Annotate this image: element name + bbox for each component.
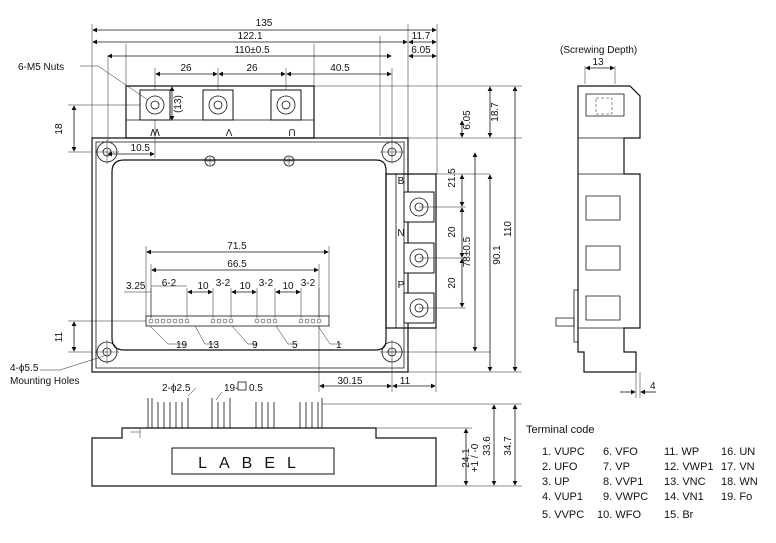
dim-66-5: 66.5	[227, 259, 247, 270]
dim-10-5: 10.5	[131, 143, 151, 154]
terminal-code-item: 17. VN	[721, 461, 755, 473]
terminal-code-item: 13. VNC	[664, 476, 706, 488]
dim-10-a: 10	[197, 281, 209, 292]
terminal-code-item: 18. WN	[721, 476, 758, 488]
label-text: LABEL	[198, 455, 308, 472]
dim-2-phi-2-5: 2-ϕ2.5	[162, 383, 191, 394]
terminal-code-item: 10. WFO	[597, 509, 641, 521]
control-pins	[148, 318, 322, 324]
dim-11-left: 11	[54, 331, 65, 342]
pin-19-label: 19	[176, 340, 188, 351]
dim-13-paren: (13)	[173, 95, 184, 113]
mounting-hole-top-left	[95, 140, 119, 164]
dim-19-square-prefix: 19-	[224, 383, 238, 394]
top-view: W V U B N P	[10, 18, 522, 392]
dim-135: 135	[256, 18, 273, 29]
dim-110-tol: 110±0.5	[234, 45, 270, 56]
terminal-u	[270, 89, 302, 121]
pin-13-label: 13	[208, 340, 220, 351]
term-p-label: P	[398, 280, 405, 291]
dim-33-6: 33.6	[482, 436, 493, 456]
dim-6-05-side: 6.05	[462, 110, 473, 130]
pin-9-label: 9	[252, 340, 258, 351]
housing-outline	[111, 159, 387, 351]
terminal-code-title: Terminal code	[526, 424, 594, 436]
side-view: (Screwing Depth) 13 4	[555, 45, 656, 398]
term-b-label: B	[398, 176, 405, 187]
dim-24-1: 24.1	[461, 448, 472, 468]
dim-11-7: 11.7	[412, 31, 431, 42]
mounting-hole-bottom-left	[95, 340, 119, 364]
terminal-code-item: 16. UN	[721, 446, 755, 458]
dim-18: 18	[54, 123, 65, 135]
terminal-code-item: 12. VWP1	[664, 461, 714, 473]
pin-1-label: 1	[336, 340, 342, 351]
dim-6-05-top: 6.05	[411, 45, 431, 56]
dim-10-c: 10	[282, 281, 294, 292]
dim-3-2-a: 3-2	[216, 278, 231, 289]
dim-3-2-b: 3-2	[259, 278, 274, 289]
terminal-code-table: Terminal code 1. VUPC 2. UFO 3. UP 4. VU…	[526, 424, 758, 521]
label-area	[171, 447, 335, 475]
dim-26-a: 26	[180, 63, 192, 74]
top-terminal-block	[125, 85, 315, 139]
front-pins	[147, 398, 323, 428]
dim-20-b: 20	[447, 277, 458, 289]
terminal-code-item: 15. Br	[664, 509, 694, 521]
term-w-label: W	[150, 126, 160, 137]
terminal-v	[202, 89, 234, 121]
dim-21-5: 21.5	[447, 168, 458, 188]
mounting-hole-top-right	[380, 140, 404, 164]
dim-6-2: 6-2	[162, 278, 177, 289]
screwing-depth-title: (Screwing Depth)	[560, 45, 637, 56]
base-plate-outline	[91, 137, 409, 373]
front-view: LABEL 2-ϕ2.5 19- 0.5 24.1 +1 / -0 33.6 3…	[91, 381, 522, 487]
terminal-code-item: 4. VUP1	[542, 491, 583, 503]
term-n-label: N	[397, 228, 404, 239]
terminal-code-item: 6. VFO	[603, 446, 638, 458]
terminal-code-item: 14. VN1	[664, 491, 704, 503]
dim-90-1: 90.1	[492, 245, 503, 265]
dim-18-7: 18.7	[490, 102, 501, 122]
screw-right	[283, 155, 295, 167]
terminal-code-item: 7. VP	[603, 461, 630, 473]
holes-callout-line2: Mounting Holes	[10, 376, 79, 387]
dim-40-5: 40.5	[330, 63, 350, 74]
dim-110-vertical: 110	[503, 221, 514, 237]
dim-3-25: 3.25	[126, 281, 146, 292]
terminal-w	[139, 89, 171, 121]
dim-122-1: 122.1	[237, 31, 262, 42]
side-dim-13: 13	[592, 57, 604, 68]
terminal-code-item: 1. VUPC	[542, 446, 585, 458]
term-u-label: U	[288, 126, 295, 137]
dim-34-7: 34.7	[503, 436, 514, 456]
square-symbol	[237, 381, 247, 391]
terminal-code-item: 3. UP	[542, 476, 570, 488]
dim-26-b: 26	[246, 63, 258, 74]
dim-78-tol: 78±0.5	[462, 236, 473, 267]
terminal-code-item: 5. VVPC	[542, 509, 584, 521]
dim-20-a: 20	[447, 226, 458, 238]
dim-10-b: 10	[239, 281, 251, 292]
terminal-code-item: 9. VWPC	[603, 491, 648, 503]
holes-callout-line1: 4-ϕ5.5	[10, 363, 39, 374]
dim-3-2-c: 3-2	[301, 278, 316, 289]
pin-5-label: 5	[292, 340, 298, 351]
control-pin-header	[145, 315, 330, 327]
terminal-code-item: 19. Fo	[721, 491, 752, 503]
dim-24-1-tolerance: +1 / -0	[470, 443, 481, 472]
screw-left	[204, 155, 216, 167]
side-dim-4: 4	[650, 381, 656, 392]
term-v-label: V	[225, 126, 232, 137]
dim-30-15: 30.15	[337, 376, 362, 387]
terminal-code-item: 2. UFO	[542, 461, 578, 473]
terminal-code-item: 11. WP	[664, 446, 699, 458]
dim-71-5: 71.5	[227, 241, 247, 252]
nuts-callout: 6-M5 Nuts	[18, 62, 64, 73]
dim-0-5: 0.5	[249, 383, 263, 394]
dim-11-bottom: 11	[400, 376, 411, 387]
terminal-code-item: 8. VVP1	[603, 476, 643, 488]
